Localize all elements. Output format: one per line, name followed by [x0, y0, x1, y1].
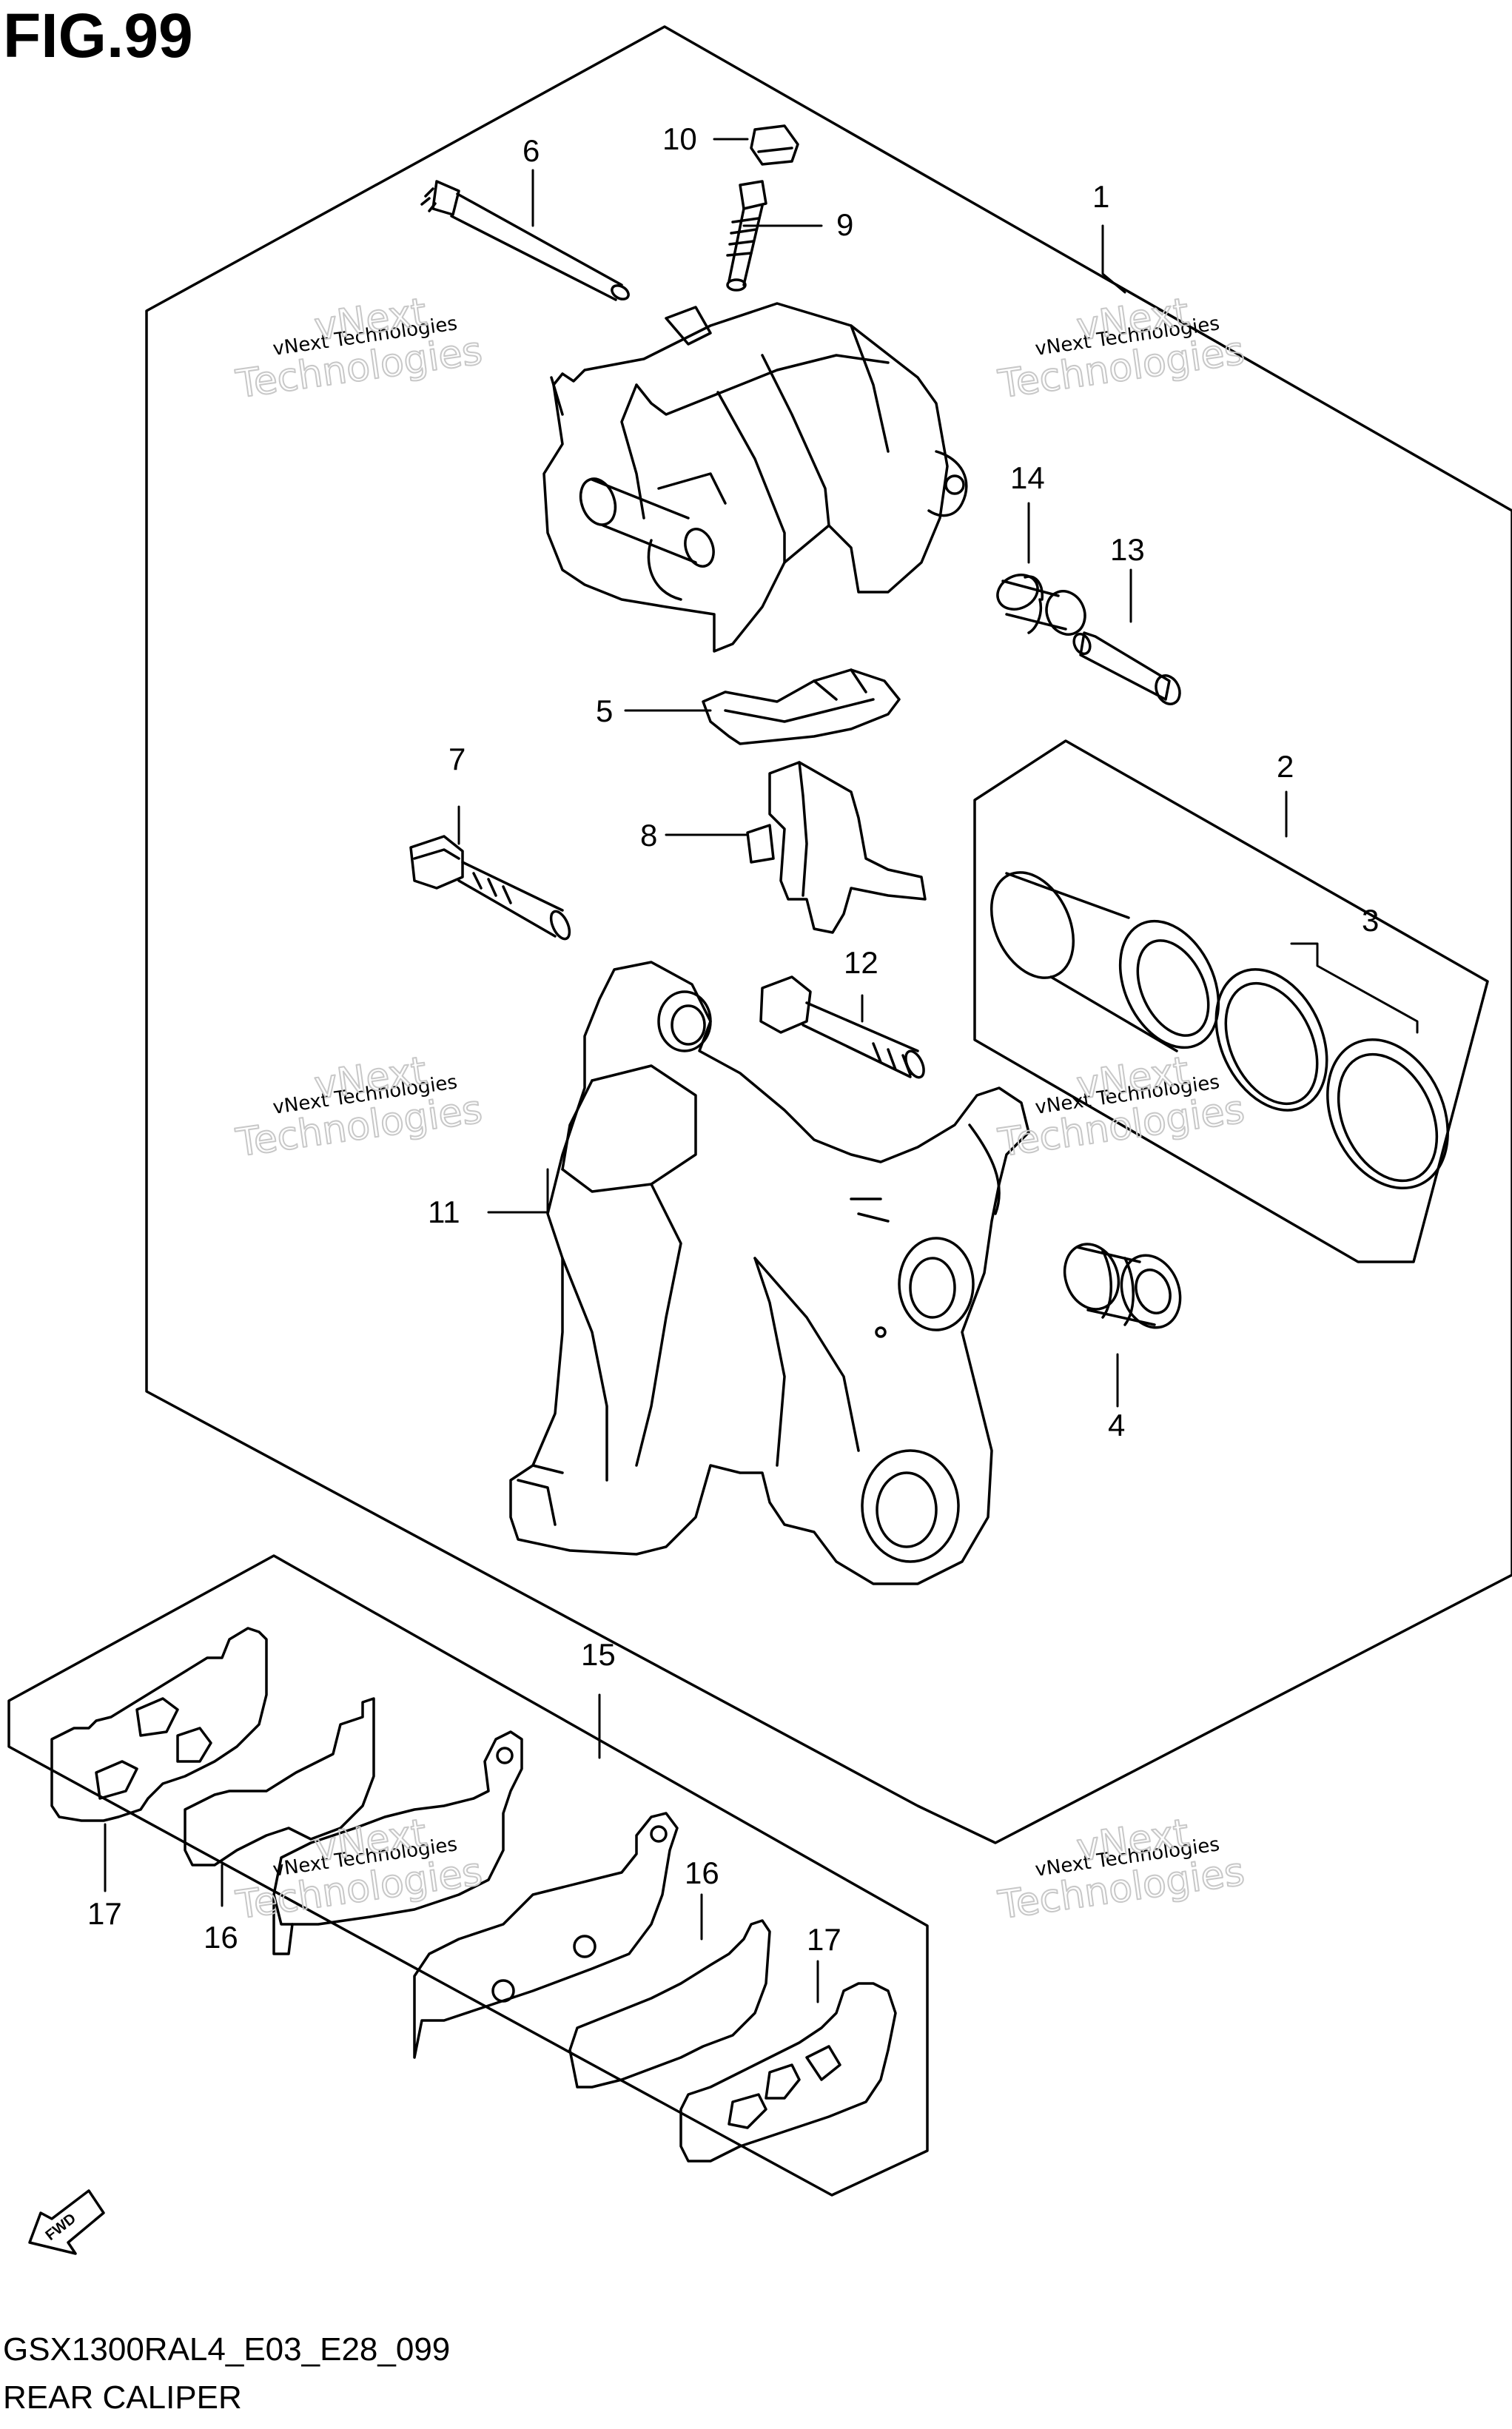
brake-pad-right: [413, 1812, 679, 2059]
pad-shim-inner-left: [184, 1697, 375, 1867]
pad-shim-right: [679, 1982, 897, 2163]
callout-17a: 17: [87, 1896, 122, 1931]
watermark-3: vNext Technologies vNext Technologies: [232, 1048, 485, 1166]
pad-spring: [702, 668, 901, 745]
callout-13: 13: [1110, 532, 1145, 567]
bracket-bolt: [409, 835, 571, 941]
callout-14: 14: [1010, 460, 1045, 495]
watermark-5: vNext Technologies vNext Technologies: [232, 1810, 485, 1929]
slide-pin: [420, 180, 630, 301]
figure-name: REAR CALIPER: [3, 2379, 242, 2416]
callout-7: 7: [448, 742, 466, 776]
callout-6: 6: [523, 133, 540, 168]
pad-retainer: [746, 761, 927, 934]
dust-seal: [1326, 1038, 1449, 1190]
callout-numbers: 1 2 3 4 5 6 7 8 9 10 11 12 13 14 15 16 1…: [87, 121, 1379, 1957]
callout-5: 5: [596, 693, 613, 728]
piston-kit-box: [973, 739, 1489, 1263]
callout-leaders: [104, 138, 1419, 2003]
pin-sleeve: [1072, 631, 1181, 705]
callout-2: 2: [1277, 749, 1294, 784]
callout-3: 3: [1362, 903, 1379, 938]
forward-arrow: FWD: [28, 2189, 105, 2255]
callout-11: 11: [428, 1195, 460, 1229]
caliper-piston: [989, 871, 1220, 1052]
brake-pad-left: [272, 1730, 523, 1955]
figure-code: GSX1300RAL4_E03_E28_099: [3, 2331, 451, 2368]
callout-1: 1: [1092, 179, 1109, 214]
pad-shim-inner-right: [568, 1919, 771, 2089]
callout-12: 12: [844, 945, 878, 980]
callout-15: 15: [581, 1637, 616, 1672]
watermark-6: vNext Technologies vNext Technologies: [995, 1810, 1248, 1929]
bleeder-valve: [726, 180, 767, 292]
piston-seal: [1214, 968, 1328, 1112]
caliper-assembly-box: [145, 25, 1512, 1844]
pad-shim-left: [50, 1627, 268, 1822]
watermark-2: vNext Technologies vNext Technologies: [995, 289, 1248, 408]
caliper-body: [542, 302, 968, 653]
bracket-bolt-short: [759, 975, 925, 1079]
bleeder-cap: [750, 124, 799, 166]
callout-4: 4: [1108, 1408, 1125, 1442]
pin-boot: [996, 574, 1086, 636]
watermarks: vNext Technologies vNext Technologies vN…: [232, 289, 1248, 1929]
callout-9: 9: [836, 207, 853, 242]
caliper-bracket: [509, 961, 1030, 1585]
watermark-4: vNext Technologies vNext Technologies: [995, 1048, 1248, 1166]
callout-8: 8: [640, 818, 657, 853]
callout-16a: 16: [204, 1920, 238, 1955]
callout-10: 10: [662, 121, 697, 156]
watermark-1: vNext Technologies vNext Technologies: [232, 289, 485, 408]
callout-17b: 17: [807, 1922, 841, 1957]
pad-set-box: [7, 1554, 929, 2197]
bracket-boot: [1063, 1243, 1182, 1329]
figure-title: FIG.99: [3, 1, 193, 70]
callout-16b: 16: [685, 1855, 719, 1890]
